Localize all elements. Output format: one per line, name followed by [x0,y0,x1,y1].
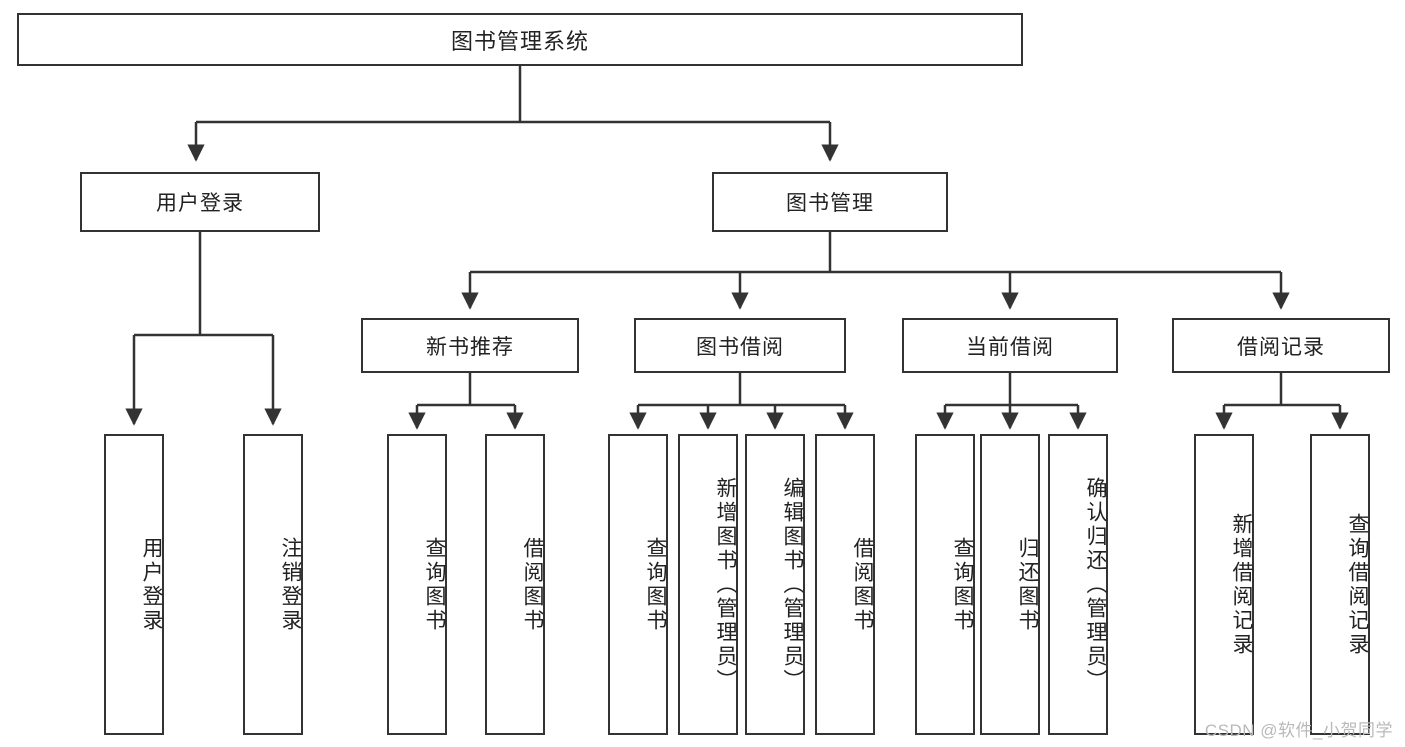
node-book-borrow[interactable]: 图书借阅 [634,318,846,373]
node-label: 图书借阅 [696,335,784,359]
node-leaf-query-book-3[interactable]: 查询图书 [915,434,975,735]
node-leaf-query-borrow-record[interactable]: 查询借阅记录 [1310,434,1370,735]
node-current-borrow[interactable]: 当前借阅 [902,318,1118,373]
node-label: 编辑图书（管理员） [781,476,804,693]
node-label: 确认归还（管理员） [1084,476,1107,693]
node-leaf-user-logout[interactable]: 注销登录 [243,434,303,735]
node-user-login[interactable]: 用户登录 [80,172,320,232]
node-book-manage[interactable]: 图书管理 [712,172,948,232]
node-leaf-user-login[interactable]: 用户登录 [104,434,164,735]
node-root-system[interactable]: 图书管理系统 [17,13,1023,66]
node-label: 查询图书 [423,536,446,633]
csdn-watermark: CSDN @软件_小贺同学 [1204,721,1393,740]
node-leaf-borrow-book-2[interactable]: 借阅图书 [815,434,875,735]
node-label: 用户登录 [140,536,163,633]
node-label: 新书推荐 [426,335,514,359]
node-new-book-rec[interactable]: 新书推荐 [361,318,579,373]
node-leaf-query-book-2[interactable]: 查询图书 [608,434,668,735]
node-label: 新增借阅记录 [1230,512,1253,657]
node-label: 借阅记录 [1237,335,1325,359]
node-label: 查询借阅记录 [1346,512,1369,657]
node-label: 查询图书 [644,536,667,633]
node-leaf-query-book-1[interactable]: 查询图书 [387,434,447,735]
node-leaf-return-book[interactable]: 归还图书 [980,434,1040,735]
node-leaf-edit-book-admin[interactable]: 编辑图书（管理员） [745,434,805,735]
node-leaf-borrow-book-1[interactable]: 借阅图书 [485,434,545,735]
node-label: 借阅图书 [521,536,544,633]
node-borrow-record[interactable]: 借阅记录 [1172,318,1390,373]
node-label: 查询图书 [951,536,974,633]
node-label: 注销登录 [279,536,302,633]
node-leaf-add-borrow-record[interactable]: 新增借阅记录 [1194,434,1254,735]
node-label: 归还图书 [1016,536,1039,633]
node-label: 当前借阅 [966,335,1054,359]
node-label: 用户登录 [156,192,244,215]
node-leaf-confirm-return-admin[interactable]: 确认归还（管理员） [1048,434,1108,735]
node-leaf-add-book-admin[interactable]: 新增图书（管理员） [678,434,738,735]
node-label: 图书管理系统 [450,28,589,54]
node-label: 借阅图书 [851,536,874,633]
node-label: 图书管理 [786,192,874,215]
node-label: 新增图书（管理员） [714,476,737,693]
